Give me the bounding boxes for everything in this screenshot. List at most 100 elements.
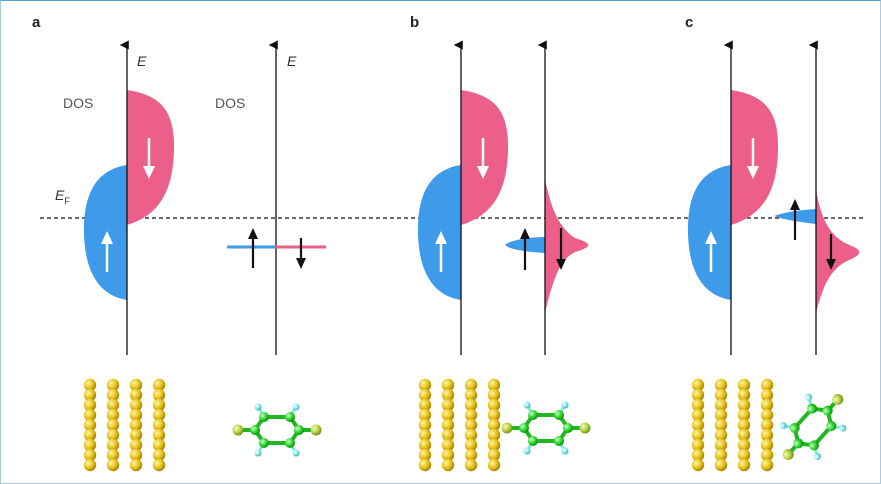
gold-atom	[464, 458, 478, 472]
gold-atom	[418, 458, 432, 472]
benzene-dithiol-molecule	[501, 401, 591, 455]
gold-atom	[487, 438, 501, 452]
gold-atom	[129, 428, 143, 442]
gold-atom	[129, 438, 143, 452]
gold-atom	[152, 458, 166, 472]
gold-atom	[691, 378, 705, 392]
gold-atom	[441, 388, 455, 402]
panel-label-b: b	[410, 14, 419, 31]
up-arrow-icon	[790, 199, 800, 240]
gold-atom	[152, 378, 166, 392]
dos-label: DOS	[215, 95, 245, 111]
panel-label-c: c	[685, 14, 693, 31]
gold-atom	[106, 398, 120, 412]
gold-atom	[83, 448, 97, 462]
panel-label-a: a	[32, 14, 41, 31]
up-arrow-icon	[248, 228, 258, 268]
spin-up-dos-lobe	[687, 165, 731, 300]
gold-atom	[760, 408, 774, 422]
gold-atom	[441, 398, 455, 412]
up-arrow-icon	[520, 228, 530, 270]
down-arrow-icon	[296, 238, 306, 269]
gold-atom	[129, 388, 143, 402]
gold-atom	[83, 398, 97, 412]
gold-atom	[83, 428, 97, 442]
down-arrow-icon	[556, 228, 566, 270]
gold-atom	[441, 448, 455, 462]
gold-atom	[691, 418, 705, 432]
gold-atom	[106, 418, 120, 432]
gold-atom	[106, 408, 120, 422]
gold-atom	[441, 408, 455, 422]
up-arrow-icon	[101, 231, 113, 272]
gold-atom	[129, 398, 143, 412]
gold-atom	[487, 448, 501, 462]
gold-atom	[714, 458, 728, 472]
gold-atom	[760, 438, 774, 452]
gold-atom	[737, 428, 751, 442]
gold-atom	[737, 408, 751, 422]
gold-atom	[464, 378, 478, 392]
spin-down-dos-lobe	[461, 90, 509, 225]
gold-atom	[441, 378, 455, 392]
gold-atom	[441, 458, 455, 472]
gold-atom	[106, 448, 120, 462]
gold-atom	[714, 408, 728, 422]
gold-atom	[737, 448, 751, 462]
gold-atom	[760, 458, 774, 472]
gold-atom	[737, 458, 751, 472]
down-arrow-icon	[143, 138, 155, 179]
energy-axis-label: E	[287, 53, 297, 69]
gold-atom	[152, 408, 166, 422]
gold-atom	[129, 408, 143, 422]
gold-atom	[83, 378, 97, 392]
gold-atom	[106, 458, 120, 472]
gold-atom	[760, 448, 774, 462]
gold-atom	[737, 398, 751, 412]
gold-atom	[441, 428, 455, 442]
gold-atom	[418, 388, 432, 402]
gold-atom	[418, 448, 432, 462]
gold-atom	[129, 448, 143, 462]
gold-atom	[714, 418, 728, 432]
spin-down-broadened-level	[816, 190, 860, 313]
gold-atom	[464, 418, 478, 432]
spin-down-broadened-level	[545, 180, 589, 313]
gold-atom	[487, 408, 501, 422]
gold-atom	[487, 418, 501, 432]
gold-atom	[760, 398, 774, 412]
gold-atom	[464, 398, 478, 412]
gold-atom	[714, 388, 728, 402]
down-arrow-icon	[826, 234, 836, 270]
gold-atom	[760, 418, 774, 432]
gold-atom-lattice	[691, 378, 774, 472]
benzene-dithiol-molecule	[779, 393, 847, 461]
gold-atom	[691, 458, 705, 472]
gold-atom	[83, 418, 97, 432]
gold-atom	[487, 388, 501, 402]
gold-atom	[691, 448, 705, 462]
gold-atom	[464, 448, 478, 462]
gold-atom	[129, 458, 143, 472]
gold-atom	[418, 438, 432, 452]
gold-atom	[418, 428, 432, 442]
gold-atom-lattice	[418, 378, 501, 472]
gold-atom	[441, 438, 455, 452]
gold-atom	[106, 378, 120, 392]
gold-atom	[691, 388, 705, 402]
gold-atom	[487, 458, 501, 472]
gold-atom	[129, 418, 143, 432]
gold-atom	[714, 428, 728, 442]
energy-axis-label: E	[137, 53, 147, 69]
gold-atom	[418, 408, 432, 422]
gold-atom	[152, 428, 166, 442]
spin-up-dos-lobe	[417, 165, 461, 300]
gold-atom	[714, 438, 728, 452]
gold-atom	[487, 428, 501, 442]
dos-label: DOS	[63, 95, 93, 111]
spin-down-dos-lobe	[127, 90, 175, 225]
gold-atom	[106, 388, 120, 402]
gold-atom	[691, 428, 705, 442]
gold-atom	[152, 418, 166, 432]
